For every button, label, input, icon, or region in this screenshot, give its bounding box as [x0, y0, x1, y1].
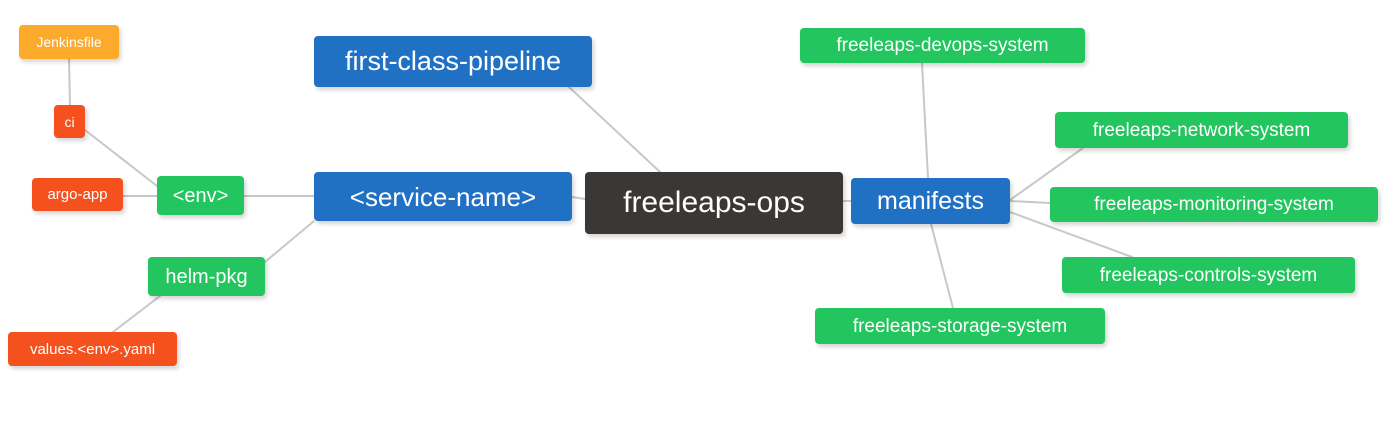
node-service-name[interactable]: <service-name> — [314, 172, 572, 221]
node-label-freeleaps-devops-system: freeleaps-devops-system — [836, 35, 1049, 56]
node-label-ci: ci — [64, 113, 75, 130]
node-argo-app[interactable]: argo-app — [32, 178, 123, 211]
edge-helm-pkg-to-values-yaml — [112, 295, 161, 333]
node-freeleaps-monitoring-system[interactable]: freeleaps-monitoring-system — [1050, 187, 1378, 222]
node-label-helm-pkg: helm-pkg — [165, 265, 248, 288]
node-freeleaps-controls-system[interactable]: freeleaps-controls-system — [1062, 257, 1355, 293]
node-label-freeleaps-storage-system: freeleaps-storage-system — [852, 315, 1068, 337]
node-label-freeleaps-controls-system: freeleaps-controls-system — [1099, 264, 1318, 286]
node-helm-pkg[interactable]: helm-pkg — [148, 257, 265, 296]
node-jenkinsfile[interactable]: Jenkinsfile — [19, 25, 119, 59]
node-ci[interactable]: ci — [54, 105, 85, 138]
edge-service-name-to-helm-pkg — [264, 220, 315, 263]
node-freeleaps-network-system[interactable]: freeleaps-network-system — [1055, 112, 1348, 148]
node-label-manifests: manifests — [877, 186, 984, 215]
node-freeleaps-storage-system[interactable]: freeleaps-storage-system — [815, 308, 1105, 344]
node-freeleaps-devops-system[interactable]: freeleaps-devops-system — [800, 28, 1085, 63]
node-label-env: <env> — [172, 184, 229, 207]
node-values-yaml[interactable]: values.<env>.yaml — [8, 332, 177, 366]
node-label-freeleaps-monitoring-system: freeleaps-monitoring-system — [1094, 194, 1334, 215]
node-label-jenkinsfile: Jenkinsfile — [36, 34, 102, 50]
node-label-freeleaps-ops: freeleaps-ops — [623, 186, 805, 219]
node-env[interactable]: <env> — [157, 176, 244, 215]
edge-manifests-to-freeleaps-devops-system — [921, 62, 929, 179]
node-manifests[interactable]: manifests — [851, 178, 1010, 224]
edge-service-name-to-freeleaps-ops — [571, 196, 586, 200]
edge-jenkinsfile-to-ci — [68, 58, 71, 106]
node-label-values-yaml: values.<env>.yaml — [29, 340, 156, 358]
edge-manifests-to-freeleaps-monitoring-system — [1009, 200, 1051, 204]
node-label-service-name: <service-name> — [349, 181, 537, 212]
node-label-argo-app: argo-app — [47, 186, 108, 203]
node-label-first-class-pipeline: first-class-pipeline — [344, 46, 562, 76]
node-label-freeleaps-network-system: freeleaps-network-system — [1092, 119, 1311, 141]
node-first-class-pipeline[interactable]: first-class-pipeline — [314, 36, 592, 87]
edge-first-class-pipeline-to-freeleaps-ops — [568, 86, 661, 173]
edge-manifests-to-freeleaps-storage-system — [930, 223, 954, 309]
node-freeleaps-ops[interactable]: freeleaps-ops — [585, 172, 843, 234]
